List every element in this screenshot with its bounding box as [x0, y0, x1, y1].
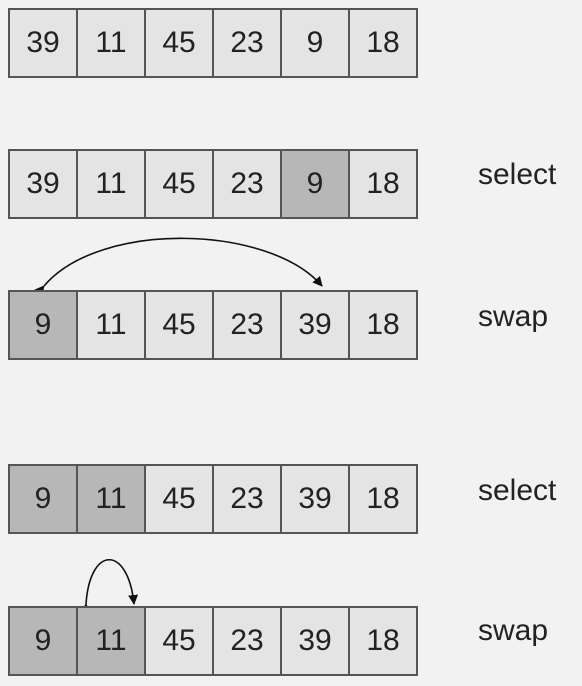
- array-cell: 45: [144, 606, 214, 676]
- array-cell: 45: [144, 149, 214, 219]
- array-cell: 39: [280, 464, 350, 534]
- array-cell: 9: [8, 290, 78, 360]
- array-row-3: 9 11 45 23 39 18: [8, 290, 418, 360]
- array-cell: 39: [280, 606, 350, 676]
- array-cell: 45: [144, 464, 214, 534]
- array-cell: 11: [76, 8, 146, 78]
- array-row-5: 9 11 45 23 39 18: [8, 606, 418, 676]
- array-cell: 18: [348, 8, 418, 78]
- array-row-2: 39 11 45 23 9 18: [8, 149, 418, 219]
- step-label-select-1: select: [478, 158, 557, 191]
- array-cell: 9: [8, 464, 78, 534]
- array-cell: 45: [144, 8, 214, 78]
- step-label-select-2: select: [478, 474, 557, 507]
- array-row-4: 9 11 45 23 39 18: [8, 464, 418, 534]
- array-cell: 39: [280, 290, 350, 360]
- array-cell: 18: [348, 606, 418, 676]
- array-cell: 11: [76, 606, 146, 676]
- array-cell: 23: [212, 464, 282, 534]
- swap-arrow-2: [80, 559, 139, 614]
- swap-arrow-1: [34, 237, 323, 297]
- step-label-swap-1: swap: [478, 300, 549, 333]
- array-cell: 9: [280, 149, 350, 219]
- array-cell: 23: [212, 606, 282, 676]
- array-cell: 9: [8, 606, 78, 676]
- array-cell: 18: [348, 149, 418, 219]
- array-cell: 11: [76, 464, 146, 534]
- array-cell: 39: [8, 8, 78, 78]
- array-cell: 39: [8, 149, 78, 219]
- array-cell: 11: [76, 149, 146, 219]
- array-cell: 11: [76, 290, 146, 360]
- step-label-swap-2: swap: [478, 614, 549, 647]
- array-row-1: 39 11 45 23 9 18: [8, 8, 418, 78]
- array-cell: 9: [280, 8, 350, 78]
- array-cell: 18: [348, 464, 418, 534]
- array-cell: 23: [212, 149, 282, 219]
- array-cell: 23: [212, 8, 282, 78]
- array-cell: 18: [348, 290, 418, 360]
- array-cell: 45: [144, 290, 214, 360]
- array-cell: 23: [212, 290, 282, 360]
